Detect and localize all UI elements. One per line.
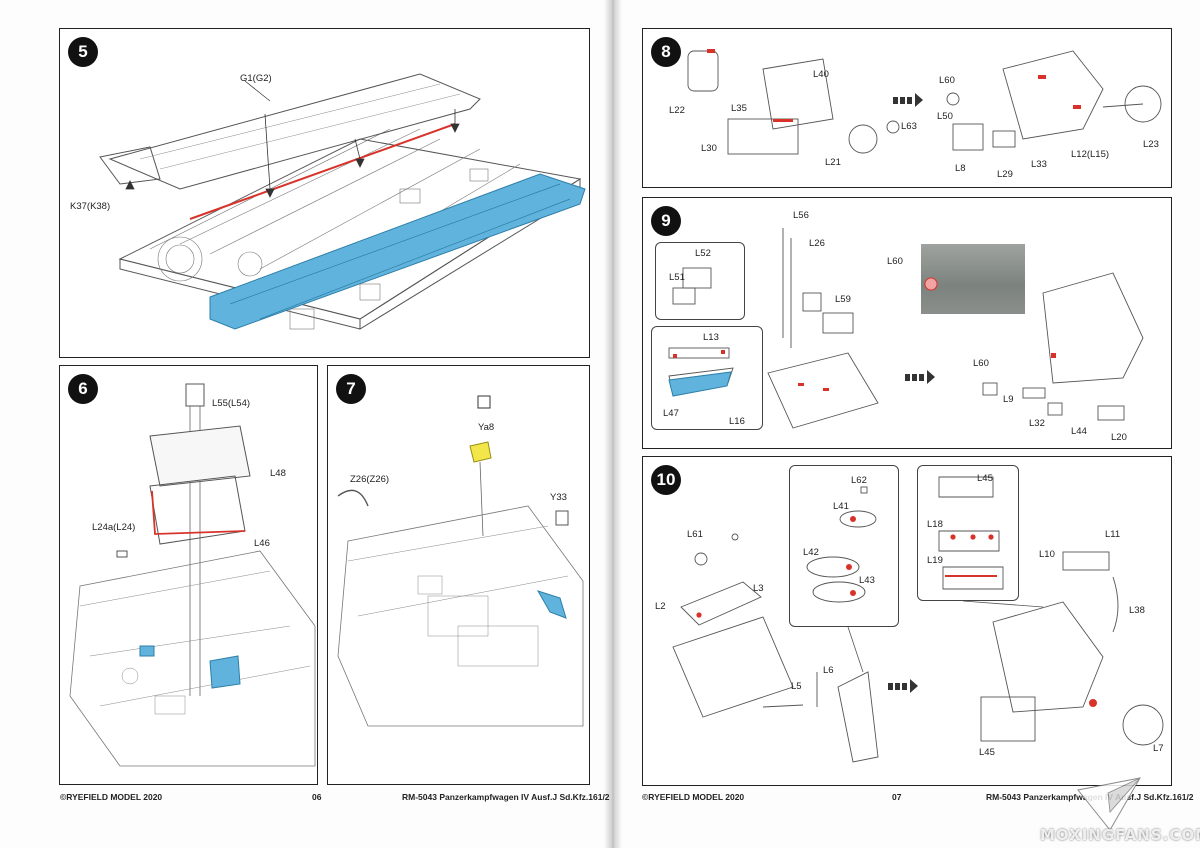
step-number: 6 — [68, 374, 98, 404]
part-label: L60 — [887, 256, 903, 267]
part-label: L40 — [813, 69, 829, 80]
step-8-panel: 8 L40 L22 L35 L30 L21 L63 L60 L50 L23 L8… — [642, 28, 1172, 188]
part-label: L52 — [695, 248, 711, 259]
part-label: Z26(Z26) — [350, 474, 390, 485]
part-label: L45 — [977, 473, 993, 484]
step-number: 8 — [651, 37, 681, 67]
interior-drawing — [337, 395, 584, 727]
part-label: L23 — [1143, 139, 1159, 150]
part-label: L41 — [833, 501, 849, 512]
step-10-panel: 10 L62 L41 L42 L43 L45 L18 — [642, 456, 1172, 786]
engine-drawing — [668, 228, 1144, 429]
step-7-panel: 7 Ya8 Z26(Z26) Y33 — [327, 365, 590, 785]
part-label: L46 — [254, 538, 270, 549]
part-label: L22 — [669, 105, 685, 116]
part-label: L50 — [937, 111, 953, 122]
part-label: L7 — [1153, 743, 1164, 754]
part-label: L56 — [793, 210, 809, 221]
part-label: L12(L15) — [1071, 149, 1110, 160]
part-label: L61 — [687, 529, 703, 540]
part-label: L42 — [803, 547, 819, 558]
part-label: L35 — [731, 103, 747, 114]
copyright-text: ©RYEFIELD MODEL 2020 — [60, 792, 163, 802]
part-label: L19 — [927, 555, 943, 566]
part-label: L29 — [997, 169, 1013, 180]
part-label: L13 — [703, 332, 719, 343]
engine-drawing — [672, 476, 1164, 763]
part-label: L8 — [955, 163, 966, 174]
part-label: L45 — [979, 747, 995, 758]
part-label: L51 — [669, 272, 685, 283]
engine-drawing — [687, 49, 1162, 155]
part-label: L21 — [825, 157, 841, 168]
part-label: L33 — [1031, 159, 1047, 170]
part-label: L6 — [823, 665, 834, 676]
kit-title: RM-5043 Panzerkampfwagen IV Ausf.J Sd.Kf… — [402, 792, 610, 802]
detail-callout — [917, 465, 1019, 601]
part-label: L18 — [927, 519, 943, 530]
page-number: 06 — [312, 792, 322, 802]
part-label: K37(K38) — [70, 201, 111, 212]
part-label: L48 — [270, 468, 286, 479]
step-5-panel: 5 G1(G2) K37(K38) — [59, 28, 590, 358]
detail-callout — [789, 465, 899, 627]
watermark-text: MOXINGFANS.COM — [1040, 826, 1200, 844]
kit-title: RM-5043 Panzerkampfwagen IV Ausf.J Sd.Kf… — [986, 792, 1194, 802]
part-label: L63 — [901, 121, 917, 132]
part-label: L5 — [791, 681, 802, 692]
engine-reference-photo — [921, 244, 1025, 314]
detail-callout — [655, 242, 745, 320]
part-label: L59 — [835, 294, 851, 305]
part-label: L10 — [1039, 549, 1055, 560]
part-label: L47 — [663, 408, 679, 419]
copyright-text: ©RYEFIELD MODEL 2020 — [642, 792, 745, 802]
part-label: L38 — [1129, 605, 1145, 616]
part-label: L3 — [753, 583, 764, 594]
part-label: L62 — [851, 475, 867, 486]
part-label: L24a(L24) — [92, 522, 136, 533]
step-number: 5 — [68, 37, 98, 67]
page-spine — [604, 0, 622, 848]
part-label: Ya8 — [478, 422, 495, 433]
step-number: 9 — [651, 206, 681, 236]
part-label: L60 — [939, 75, 955, 86]
part-label: L9 — [1003, 394, 1014, 405]
part-label: L60 — [973, 358, 989, 369]
part-label: L26 — [809, 238, 825, 249]
step-9-panel: 9 L56 L26 L52 L51 L59 L13 L47 L16 L60 L6… — [642, 197, 1172, 449]
part-label: L55(L54) — [212, 398, 251, 409]
step-6-panel: 6 L55(L54) L48 L46 L24a(L24) — [59, 365, 318, 785]
part-label: Y33 — [550, 492, 567, 503]
part-label: G1(G2) — [240, 73, 272, 84]
page-number: 07 — [892, 792, 902, 802]
part-label: L16 — [729, 416, 745, 427]
hull-drawing — [99, 73, 586, 330]
step-number: 10 — [651, 465, 681, 495]
part-label: L11 — [1105, 529, 1121, 540]
part-label: L43 — [859, 575, 875, 586]
part-label: L32 — [1029, 418, 1045, 429]
interior-drawing — [69, 383, 316, 767]
part-label: L20 — [1111, 432, 1127, 443]
part-label: L30 — [701, 143, 717, 154]
part-label: L2 — [655, 601, 666, 612]
part-label: L44 — [1071, 426, 1087, 437]
step-number: 7 — [336, 374, 366, 404]
